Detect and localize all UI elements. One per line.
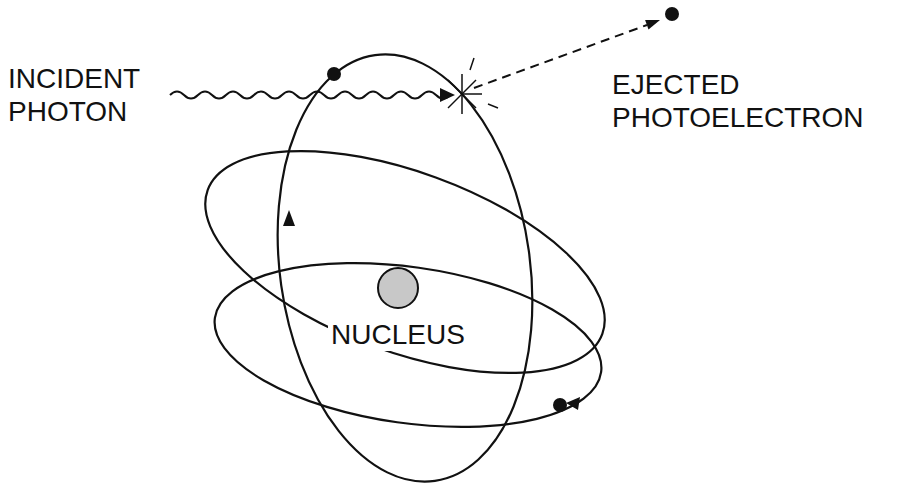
electron xyxy=(665,7,679,21)
nucleus xyxy=(378,268,418,308)
photon-wave xyxy=(170,92,450,99)
orbit-arrow xyxy=(566,397,580,410)
orbit xyxy=(177,106,633,419)
impact-burst xyxy=(448,58,498,114)
orbit xyxy=(204,241,612,450)
incident-photon-label: INCIDENT PHOTON xyxy=(8,62,173,128)
photoelectron-label: EJECTED PHOTOELECTRON xyxy=(612,68,912,134)
nucleus-label: NUCLEUS xyxy=(328,318,468,351)
orbit-arrow xyxy=(283,210,295,226)
electron xyxy=(553,398,567,412)
electron xyxy=(327,67,341,81)
path-arrowhead xyxy=(645,20,660,29)
photon-arrowhead xyxy=(440,88,455,102)
